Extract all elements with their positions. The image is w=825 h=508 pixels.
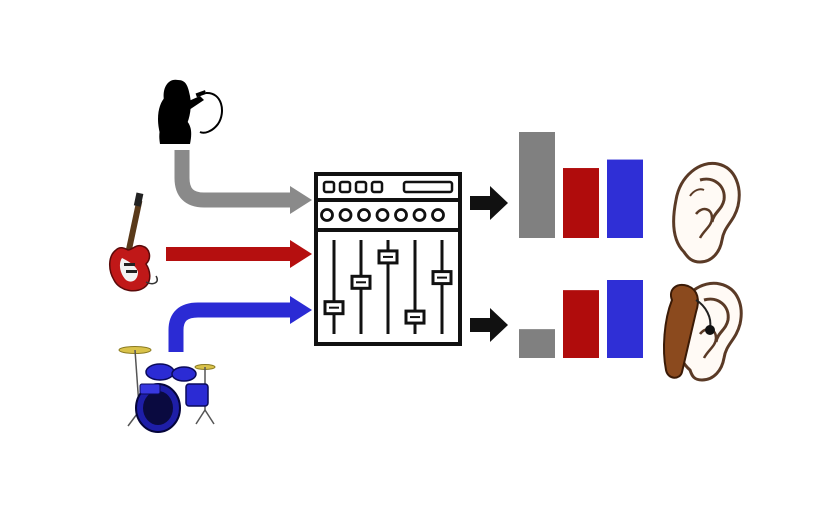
console-fader — [404, 240, 426, 334]
console-knob — [320, 208, 334, 222]
level-bar-guitar — [563, 168, 599, 238]
output-arrow-bottom — [470, 308, 508, 342]
console-knob — [375, 208, 390, 222]
console-knob — [431, 208, 445, 222]
ear-with-hearing-aid-icon — [663, 281, 743, 382]
guitar-arrow — [166, 240, 312, 268]
console-knob — [338, 208, 353, 222]
console-faders — [323, 240, 453, 334]
level-bar-drums — [607, 280, 643, 358]
console-knob — [394, 208, 408, 222]
console-knob — [357, 208, 371, 222]
console-fader — [350, 240, 372, 334]
level-bar-vocals — [519, 132, 555, 238]
level-bar-drums — [607, 159, 643, 238]
console-fader — [323, 240, 345, 334]
vocals-arrow — [174, 150, 312, 214]
console-knobs — [320, 208, 445, 222]
electric-guitar-icon — [109, 192, 158, 292]
console-knob — [412, 208, 427, 222]
console-fader — [431, 240, 453, 334]
mixing-console-icon — [314, 172, 462, 346]
console-fader — [377, 240, 399, 334]
level-bar-vocals — [519, 329, 555, 358]
drums-arrow — [168, 296, 312, 352]
level-bar-guitar — [563, 290, 599, 358]
console-buttons — [322, 180, 454, 194]
singer-silhouette-icon — [158, 79, 223, 144]
output-arrow-top — [470, 186, 508, 220]
mix-levels-hearing-aid — [519, 280, 643, 358]
drum-kit-icon — [118, 346, 216, 433]
ear-icon — [672, 161, 741, 264]
mix-levels-normal-hearing — [519, 132, 643, 238]
